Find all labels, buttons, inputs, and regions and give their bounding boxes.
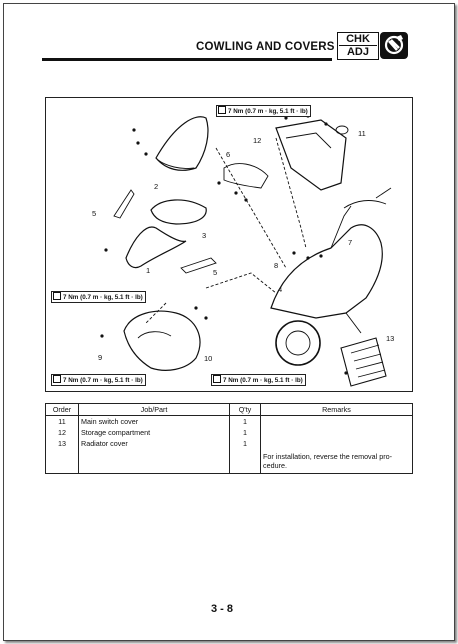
callout-2: 2 <box>154 182 159 191</box>
callout-6: 6 <box>226 150 231 159</box>
parts-table: Order Job/Part Q'ty Remarks 11 Main swit… <box>45 403 413 474</box>
col-job-part: Job/Part <box>78 403 230 416</box>
callout-3: 3 <box>202 231 207 240</box>
diagram-drawing <box>100 114 392 387</box>
col-order: Order <box>45 403 79 416</box>
page-number: 3 - 8 <box>211 603 234 615</box>
torque-wrench-icon <box>53 292 61 300</box>
table-row: 13 Radiator cover 1 <box>45 438 413 449</box>
callout-13: 13 <box>386 334 395 343</box>
chk-adj-badge: CHK ADJ <box>337 32 379 60</box>
torque-label-bottom-left: 7 Nm (0.7 m · kg, 5.1 ft · lb) <box>51 374 146 386</box>
header-rule <box>42 58 332 61</box>
callout-12: 12 <box>253 136 262 145</box>
col-qty: Q'ty <box>229 403 261 416</box>
torque-wrench-icon <box>213 375 221 383</box>
table-header-row: Order Job/Part Q'ty Remarks <box>45 403 413 416</box>
callout-1: 1 <box>146 266 151 275</box>
callout-4: 4 <box>278 285 283 294</box>
callout-10: 10 <box>204 354 213 363</box>
torque-label-top: 7 Nm (0.7 m · kg, 5.1 ft · lb) <box>216 105 311 117</box>
callout-5-left: 5 <box>92 209 97 218</box>
table-row: 11 Main switch cover 1 <box>45 415 413 427</box>
callout-9: 9 <box>98 353 103 362</box>
wrench-icon <box>380 32 408 59</box>
install-note-line2: cedure. <box>263 461 287 470</box>
callout-5-right: 5 <box>213 268 218 277</box>
callout-7: 7 <box>348 238 353 247</box>
callout-11: 11 <box>358 129 366 138</box>
torque-label-left: 7 Nm (0.7 m · kg, 5.1 ft · lb) <box>51 291 146 303</box>
install-note-line1: For installation, reverse the removal pr… <box>263 452 393 461</box>
chk-label: CHK <box>346 33 370 45</box>
table-row: 12 Storage compartment 1 <box>45 427 413 438</box>
section-title: COWLING AND COVERS <box>196 41 335 53</box>
exploded-diagram: 7 Nm (0.7 m · kg, 5.1 ft · lb) 7 Nm (0.7… <box>45 97 413 392</box>
torque-wrench-icon <box>53 375 61 383</box>
torque-label-bottom-right: 7 Nm (0.7 m · kg, 5.1 ft · lb) <box>211 374 306 386</box>
callout-8: 8 <box>274 261 279 270</box>
adj-label: ADJ <box>346 46 369 58</box>
torque-wrench-icon <box>218 106 226 114</box>
table-note-row: For installation, reverse the removal pr… <box>45 449 413 474</box>
col-remarks: Remarks <box>260 403 413 416</box>
